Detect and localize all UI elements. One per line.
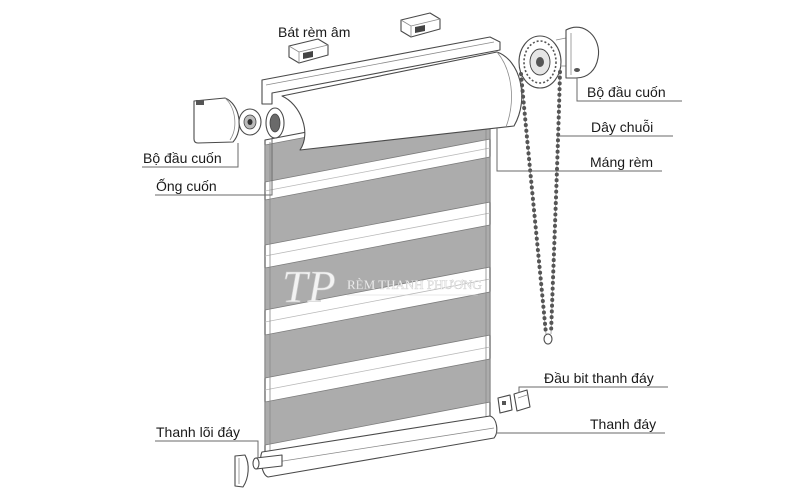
- chain-strand-front: [519, 72, 548, 336]
- left-end-cap-assembly: [193, 97, 262, 144]
- right-end-cap-screw: [574, 68, 580, 72]
- bottom-rail-core-piece: [255, 454, 283, 470]
- fabric-sheer-line: [264, 147, 491, 192]
- label-bottom-rail-end-plug: Đầu bit thanh đáy: [544, 370, 654, 386]
- chain-stopper: [543, 333, 553, 345]
- leader-end-cap-right: [576, 78, 682, 102]
- watermark-text: RÈM THANH PHƯƠNG: [347, 277, 482, 292]
- bottom-rail-end-plugs: [497, 389, 531, 414]
- label-roller-tube: Ống cuốn: [156, 177, 217, 194]
- headrail: [261, 36, 523, 151]
- chain-strand-back: [549, 70, 562, 336]
- label-headrail: Máng rèm: [590, 154, 653, 170]
- bottom-rail-edge: [263, 427, 495, 465]
- label-bottom-rail-core: Thanh lõi đáy: [156, 424, 240, 440]
- bottom-left-parts: [234, 454, 283, 488]
- mounting-pin: [555, 37, 567, 41]
- label-chain: Dây chuỗi: [591, 119, 653, 135]
- leader-bottom-rail-core: [155, 440, 259, 458]
- fabric-dark-band: [264, 358, 491, 446]
- headrail-back-plate: [261, 36, 501, 105]
- bead-chain: [519, 70, 562, 345]
- fabric-dark-band: [264, 156, 491, 246]
- left-end-cap-edge: [224, 97, 236, 141]
- left-end-cap-tab: [196, 100, 204, 105]
- watermark: TP RÈM THANH PHƯƠNG: [282, 261, 482, 313]
- end-plug-edge: [517, 394, 528, 399]
- label-end-cap-right: Bộ đầu cuốn: [587, 84, 666, 100]
- label-mounting-bracket: Bát rèm âm: [278, 24, 350, 40]
- mounting-bracket-edge: [400, 18, 441, 37]
- roller-tube-end: [269, 113, 281, 133]
- mounting-bracket-edge: [288, 44, 329, 63]
- leader-headrail: [496, 128, 662, 172]
- end-plug-piece: [513, 389, 531, 412]
- leader-roller-tube: [155, 139, 273, 196]
- label-bottom-rail: Thanh đáy: [590, 416, 656, 432]
- fabric-sheer-line: [264, 346, 491, 391]
- leader-end-plug: [518, 386, 668, 393]
- leader-end-cap-left: [142, 143, 239, 168]
- mounting-bracket: [288, 38, 329, 64]
- left-end-cap: [193, 97, 240, 144]
- mounting-bracket: [400, 12, 441, 38]
- chain-wheel-teeth: [523, 40, 557, 84]
- watermark-logo-mark: TP: [282, 261, 336, 312]
- headrail-end-face: [496, 51, 512, 128]
- fabric-dark-band: [264, 224, 491, 311]
- fabric-sheer-line: [264, 212, 491, 257]
- mounting-brackets: [288, 12, 441, 64]
- left-idler-plug-pin: [247, 119, 253, 125]
- leader-lines: [142, 78, 682, 458]
- headrail-front-cover: [281, 51, 523, 151]
- right-end-cap: [565, 26, 600, 79]
- mounting-bracket-slot: [415, 25, 425, 33]
- bottom-rail-left-cap: [234, 454, 249, 488]
- mounting-bracket-slot: [303, 51, 313, 59]
- label-end-cap-left: Bộ đầu cuốn: [143, 150, 222, 166]
- chain-wheel-hub: [536, 57, 544, 67]
- headrail-plate-edge: [265, 41, 495, 86]
- bottom-rail-core-end: [252, 457, 260, 470]
- right-end-assembly: [518, 26, 600, 89]
- fabric-sheer-line: [264, 278, 491, 323]
- end-plug-slot: [502, 401, 506, 405]
- part-labels: Bát rèm âm Bộ đầu cuốn Dây chuỗi Máng rè…: [143, 24, 666, 440]
- fabric-dark-band: [264, 291, 491, 379]
